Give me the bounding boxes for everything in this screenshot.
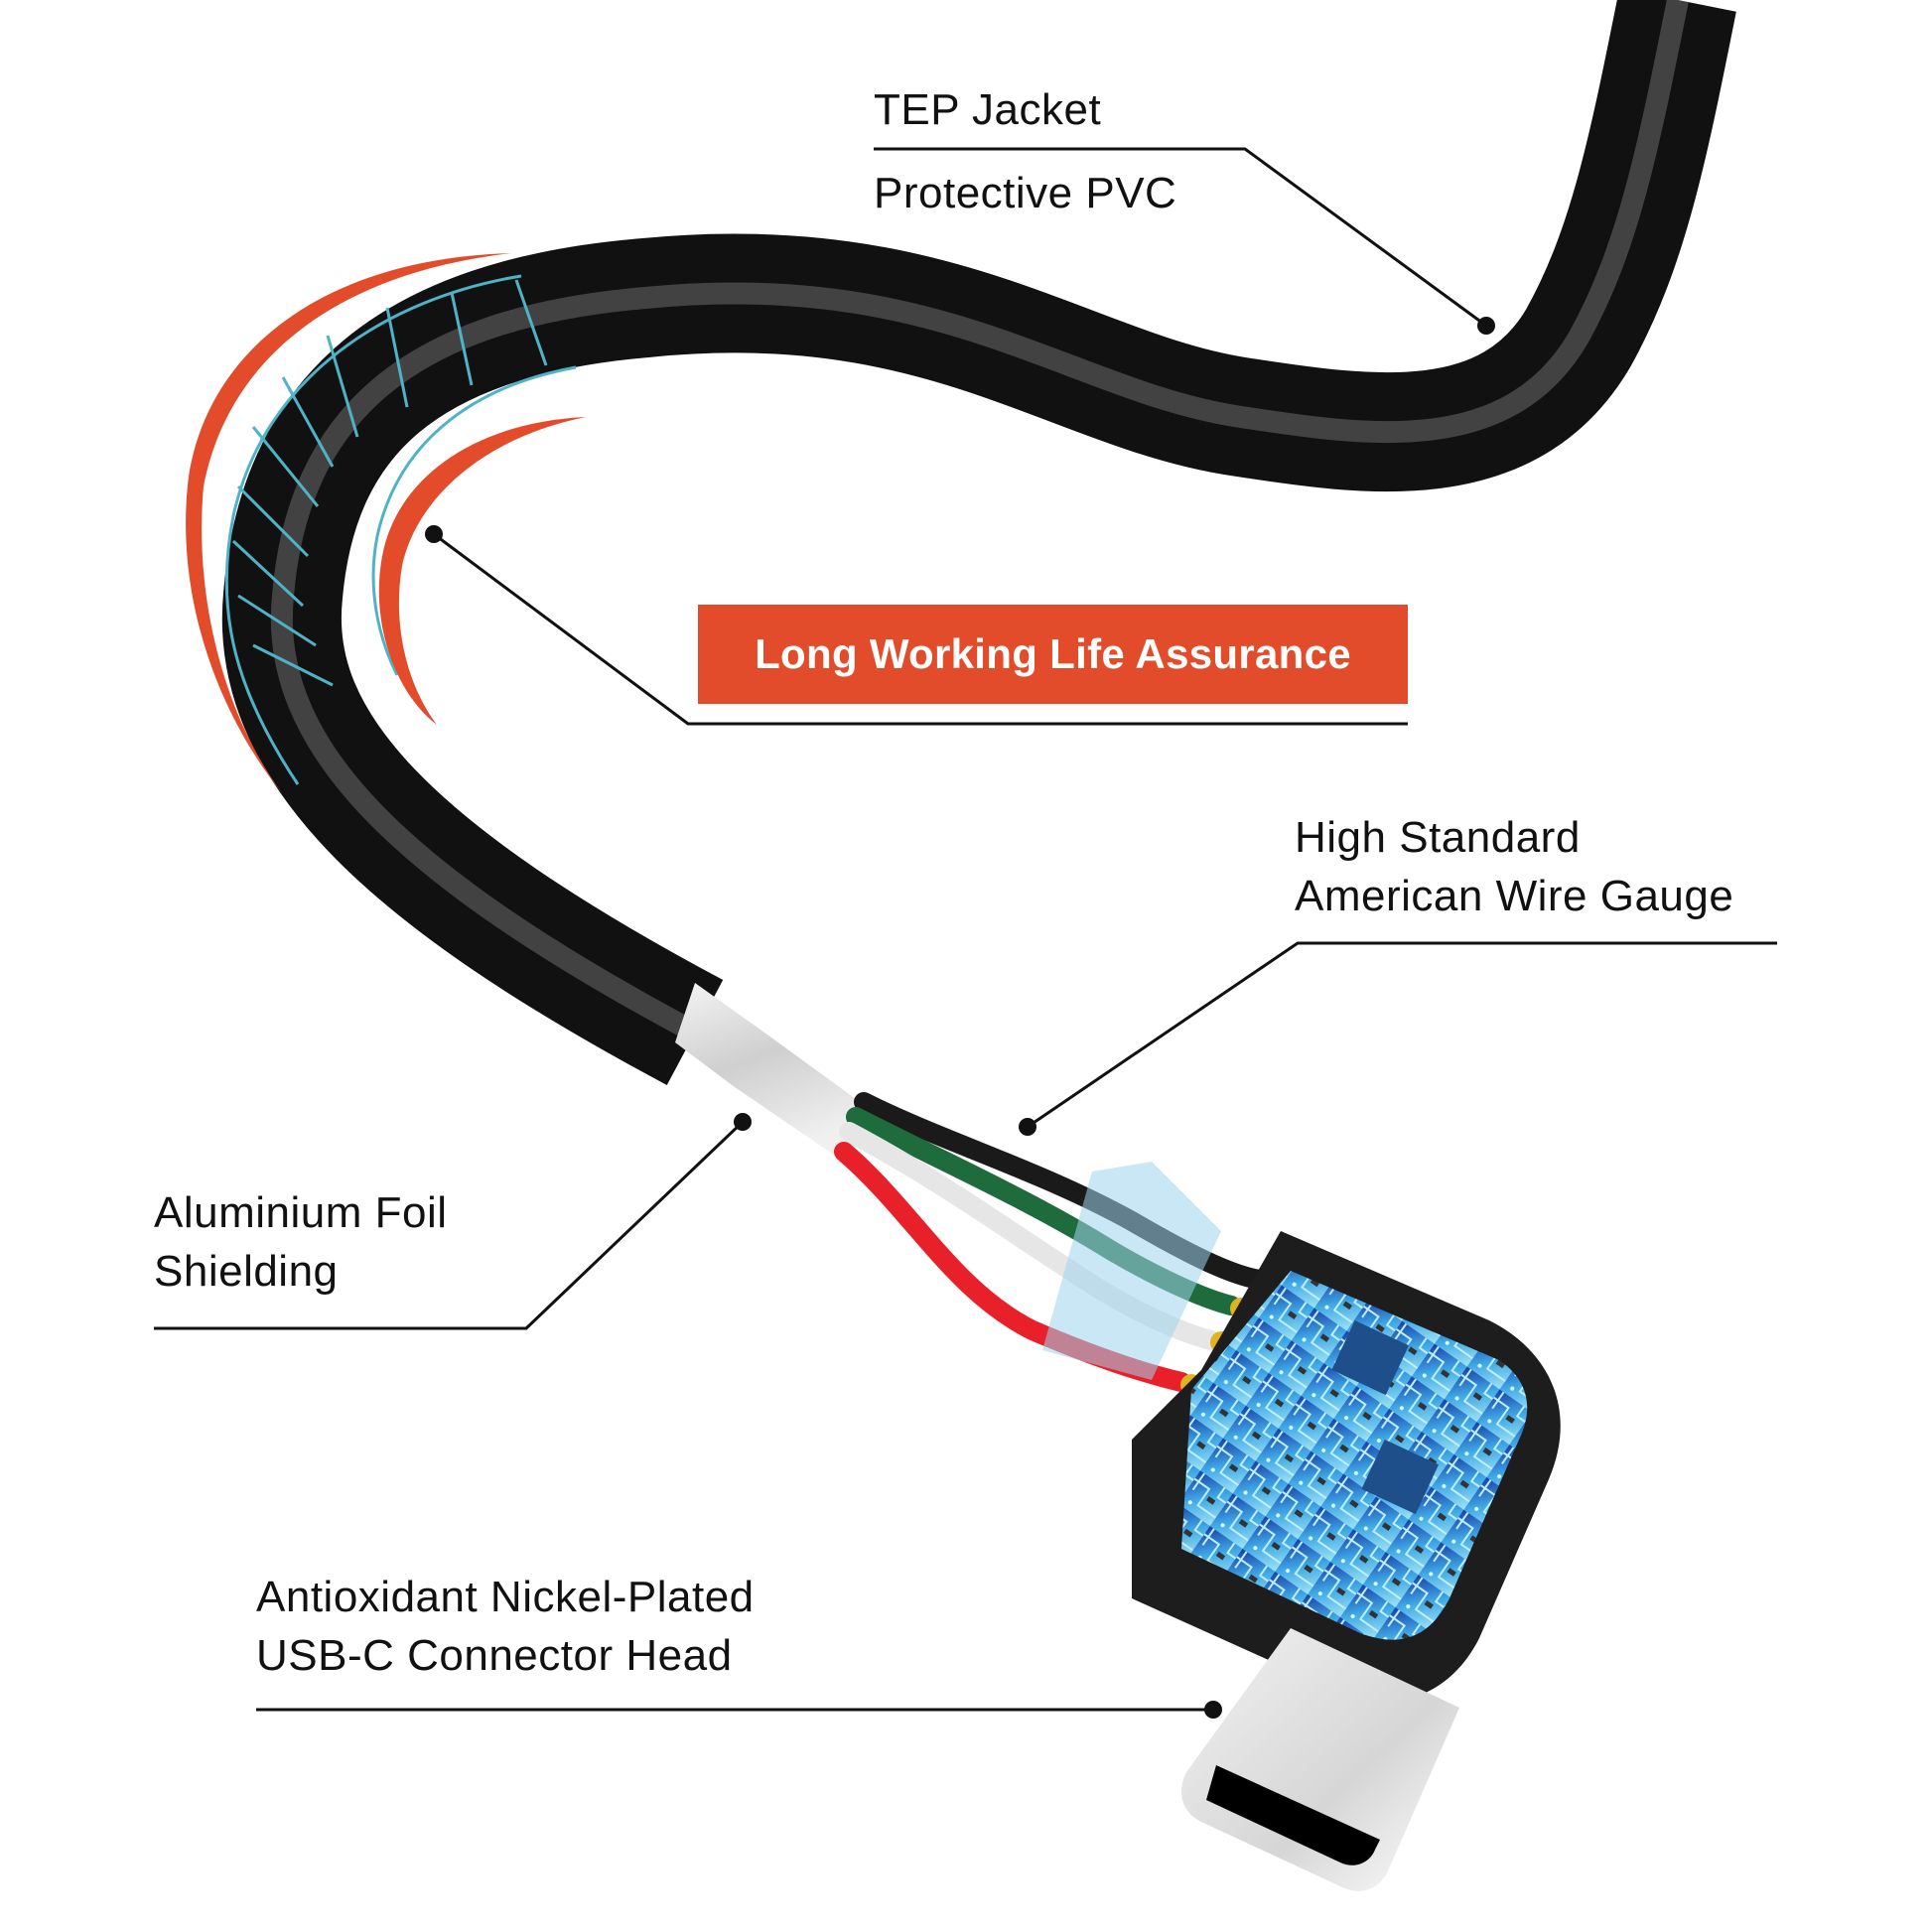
foil-shield: [675, 983, 874, 1162]
label-connector-line1: Antioxidant Nickel-Plated: [256, 1573, 755, 1621]
leader-long-life: [433, 532, 1408, 726]
label-tep-jacket: TEP Jacket: [874, 85, 1102, 134]
long-working-life-badge: Long Working Life Assurance: [698, 605, 1408, 704]
label-connector-line2: USB-C Connector Head: [256, 1631, 733, 1680]
label-awg-line1: High Standard: [1295, 813, 1581, 862]
leader-foil: [154, 1120, 745, 1330]
flex-grid-lines: [224, 274, 577, 785]
leader-tep-jacket: [874, 147, 1487, 328]
leader-dots: [425, 317, 1495, 1719]
label-foil-line1: Aluminium Foil: [154, 1188, 448, 1237]
motion-arcs: [186, 253, 586, 794]
label-foil-line2: Shielding: [154, 1247, 339, 1296]
connector-housing: [1132, 1231, 1561, 1702]
label-protective-pvc: Protective PVC: [874, 169, 1177, 217]
label-awg-line2: American Wire Gauge: [1295, 872, 1734, 920]
leader-lines: [154, 147, 1777, 1712]
usb-c-plug: [1181, 1628, 1459, 1891]
cable-jacket: [221, 0, 1736, 1085]
leader-awg: [1027, 941, 1777, 1129]
strain-relief: [1042, 1162, 1221, 1380]
